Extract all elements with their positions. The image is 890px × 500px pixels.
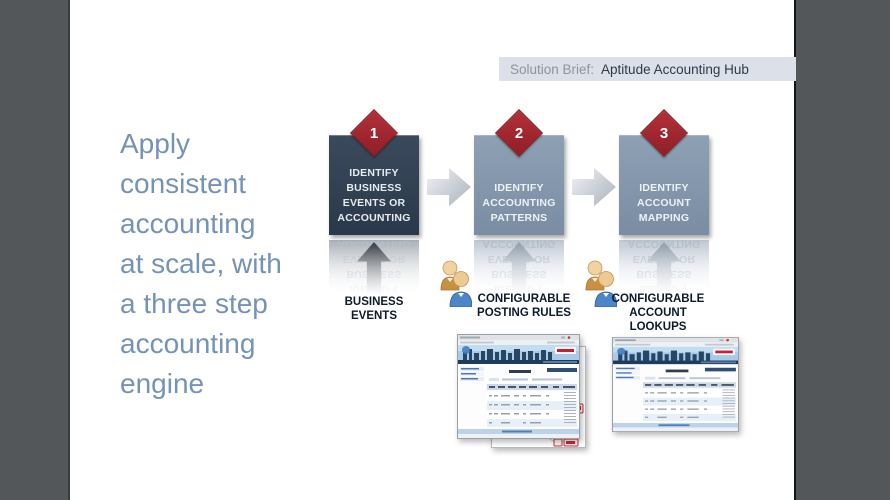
headline-line: accounting [120, 328, 256, 359]
slide-headline: Apply consistent accounting at scale, wi… [120, 124, 335, 404]
step-3-number: 3 [659, 124, 669, 142]
right-arrow-icon [427, 167, 471, 207]
step-2-caption: CONFIGURABLE POSTING RULES [477, 293, 571, 319]
solution-brief-value: Aptitude Accounting Hub [601, 61, 749, 77]
step-3-box-line: MAPPING [638, 212, 690, 224]
headline-line: Apply [120, 128, 191, 159]
step-2-box-line: PATTERNS [490, 212, 548, 224]
step-2-box-line: IDENTIFY [494, 182, 544, 194]
app-screenshot-thumbnail [612, 337, 739, 432]
headline-line: at scale, with [120, 248, 282, 279]
step-1-box-line: BUSINESS [346, 182, 402, 194]
headline-line: consistent [120, 168, 247, 199]
solution-brief-bar: Solution Brief: Aptitude Accounting Hub [499, 57, 796, 81]
step-3-box-line: ACCOUNT [637, 197, 691, 209]
step-3-reflection: IDENTIFY BUSINESS EVENTS OR ACCOUNTING [619, 240, 709, 298]
step-1-box-line: IDENTIFY [349, 167, 399, 179]
step-1-box: IDENTIFY BUSINESS EVENTS OR ACCOUNTING [329, 135, 419, 235]
step-3-caption: CONFIGURABLE ACCOUNT LOOKUPS [611, 293, 705, 333]
step-2-reflection: IDENTIFY BUSINESS EVENTS OR ACCOUNTING [474, 240, 564, 298]
right-arrow-icon [572, 167, 616, 207]
slide: Solution Brief: Aptitude Accounting Hub … [68, 0, 796, 500]
app-screenshot-thumbnail [457, 334, 580, 439]
step-1-number: 1 [369, 124, 379, 142]
step-1: 1 IDENTIFY BUSINESS EVENTS OR ACCOUNTING… [329, 0, 419, 500]
step-1-reflection: IDENTIFY BUSINESS EVENTS OR ACCOUNTING [329, 240, 419, 298]
headline-line: engine [120, 368, 205, 399]
step-1-box-line: ACCOUNTING [337, 212, 411, 224]
step-1-caption: BUSINESS EVENTS [344, 296, 404, 322]
step-3-box-line: IDENTIFY [639, 182, 689, 194]
step-2-box-line: ACCOUNTING [482, 197, 556, 209]
people-icon [439, 259, 472, 307]
headline-line: accounting [120, 208, 256, 239]
people-icon [584, 259, 617, 307]
headline-line: a three step [120, 288, 268, 319]
step-2: 2 IDENTIFY ACCOUNTING PATTERNS IDENTIFY … [474, 0, 564, 500]
step-2-number: 2 [514, 124, 524, 142]
solution-brief-label: Solution Brief: [510, 61, 595, 77]
step-3: 3 IDENTIFY ACCOUNT MAPPING IDENTIFY BUSI… [619, 0, 709, 500]
step-1-box-line: EVENTS OR [342, 197, 406, 209]
